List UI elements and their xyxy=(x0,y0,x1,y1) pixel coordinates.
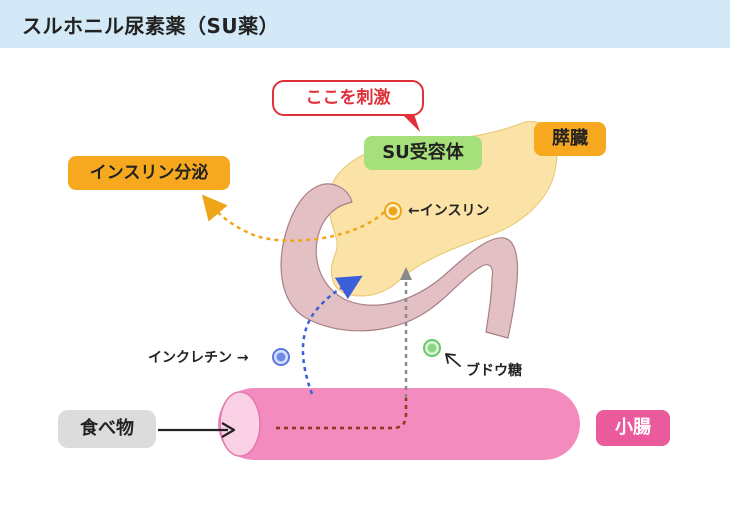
pancreas-label: 膵臓 xyxy=(534,122,606,156)
glucose-pointer-arrow xyxy=(445,353,461,367)
glucose-label: ブドウ糖 xyxy=(466,363,522,379)
insulin-secretion-label: インスリン分泌 xyxy=(68,156,230,190)
intestine-opening xyxy=(219,391,261,457)
small-intestine-shape xyxy=(218,388,580,460)
small-intestine-label: 小腸 xyxy=(596,410,670,446)
incretin-label: インクレチン → xyxy=(148,350,249,366)
insulin-label: ←インスリン xyxy=(408,203,490,219)
su-receptor-label: SU受容体 xyxy=(364,136,482,170)
food-path xyxy=(276,398,408,430)
duodenum-shape xyxy=(280,183,519,339)
glucose-arrowhead xyxy=(400,267,412,280)
food-label: 食べ物 xyxy=(58,410,156,448)
header-bar: スルホニル尿素薬（SU薬） xyxy=(0,0,730,48)
insulin-path xyxy=(201,194,385,242)
page-title: スルホニル尿素薬（SU薬） xyxy=(22,14,280,38)
stimulate-callout: ここを刺激 xyxy=(272,80,424,116)
stimulate-callout-tail xyxy=(402,114,420,132)
incretin-path xyxy=(301,275,363,395)
